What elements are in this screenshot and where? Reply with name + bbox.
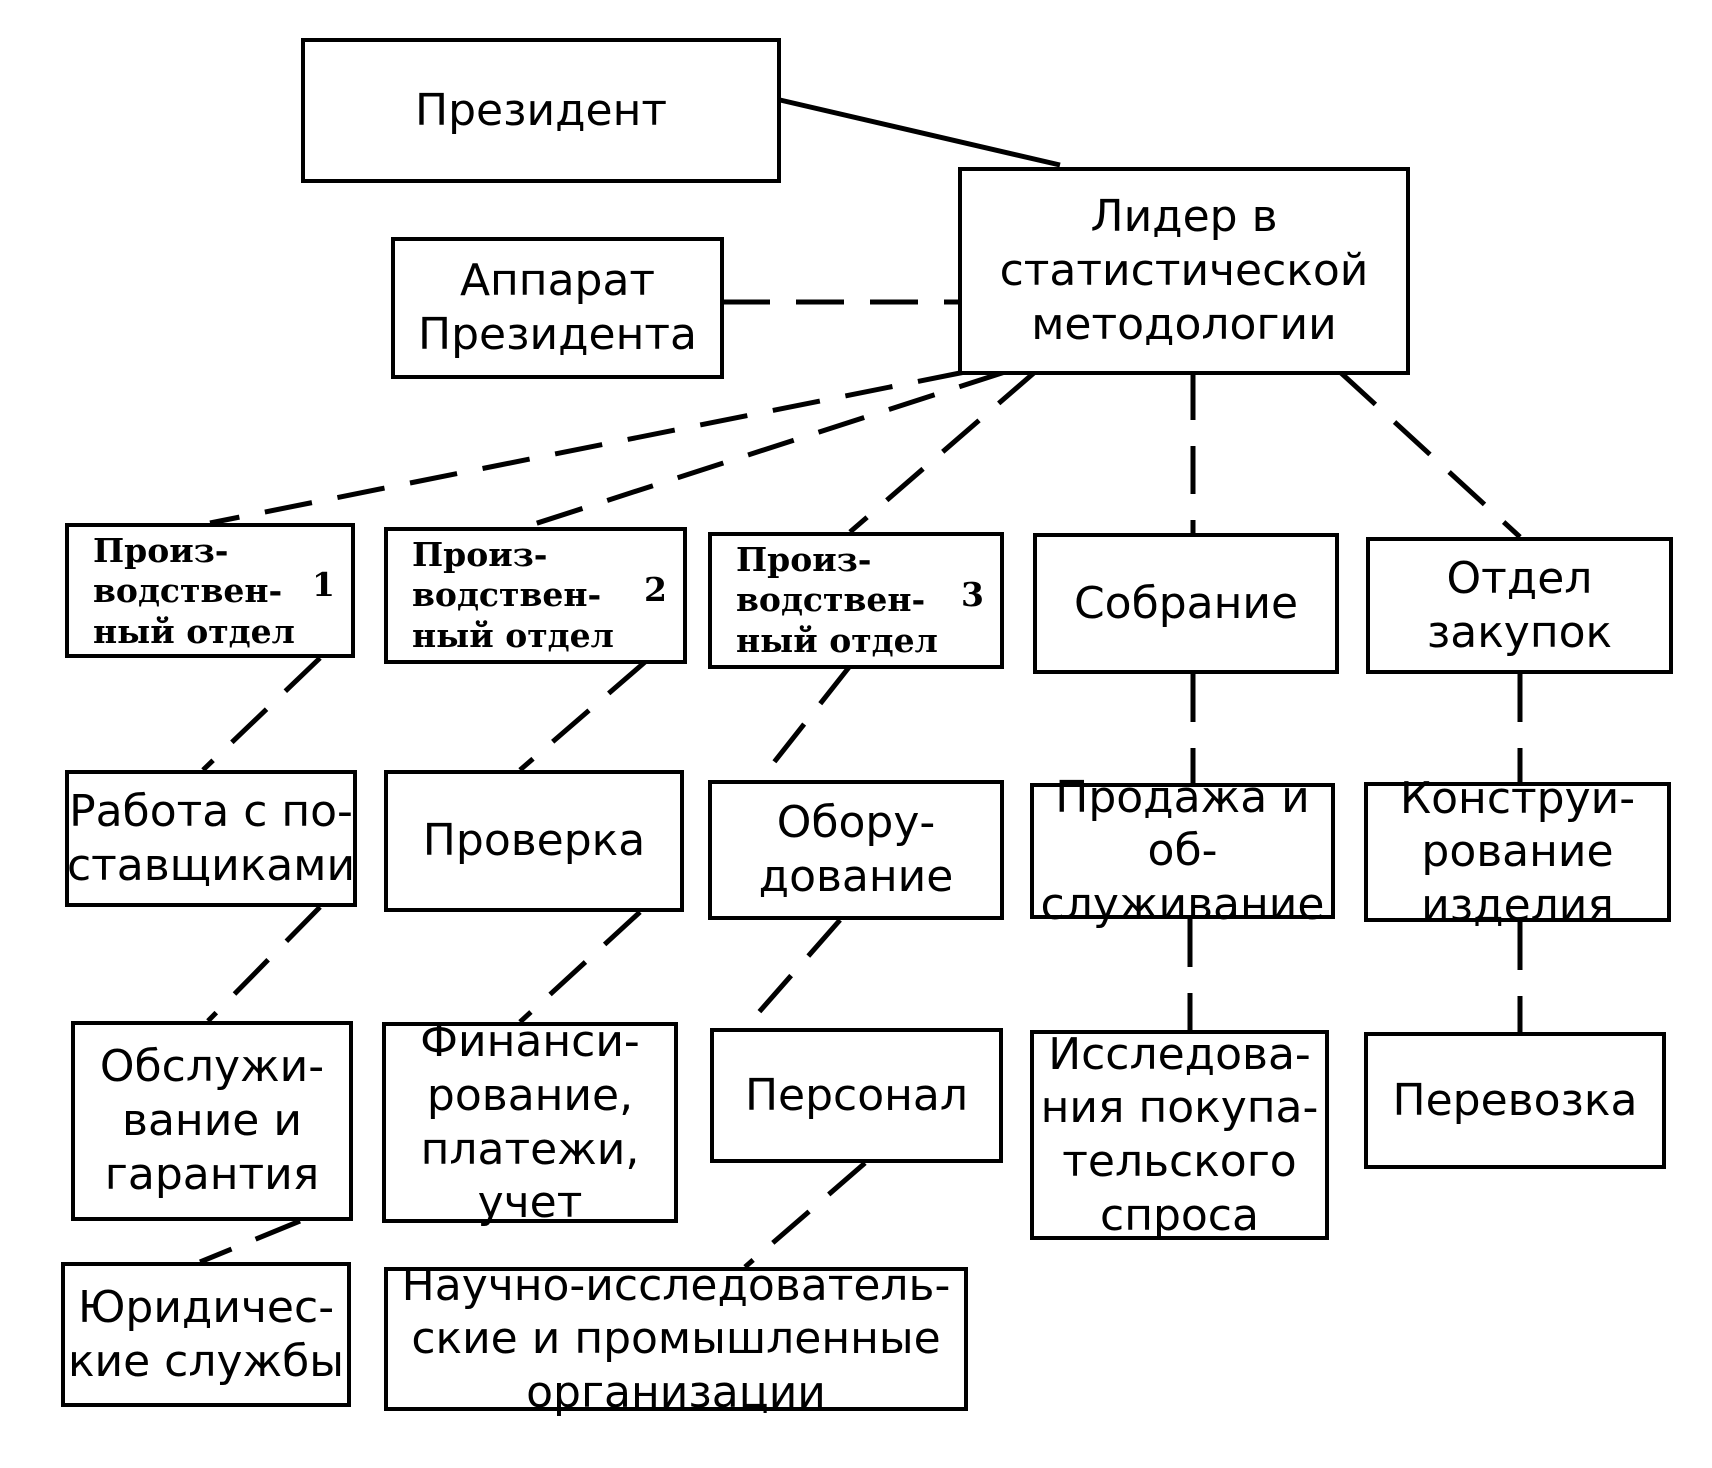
connector-leader-purchasing bbox=[1338, 370, 1522, 539]
box-legal: Юридичес- кие службы bbox=[61, 1262, 351, 1407]
connector-inspection-finance bbox=[518, 910, 642, 1024]
connector-equipment-personnel bbox=[743, 918, 842, 1030]
president-label: Президент bbox=[415, 84, 667, 136]
connector-personnel-rnd bbox=[743, 1161, 867, 1269]
box-sales: Продажа и об- служивание bbox=[1030, 772, 1335, 930]
sales-label: Продажа и об- служивание bbox=[1040, 771, 1325, 930]
connector-president-leader bbox=[779, 97, 1061, 168]
prod3-label: Произ- водствен- ный отдел bbox=[736, 540, 938, 660]
box-assembly: Собрание bbox=[1033, 533, 1339, 674]
box-finance: Финанси- рование, платежи, учет bbox=[382, 1016, 678, 1228]
rnd-label: Научно-исследователь- ские и промышленны… bbox=[401, 1259, 951, 1418]
purchasing-label: Отдел закупок bbox=[1426, 552, 1613, 658]
connector-prod3-equipment bbox=[758, 664, 852, 782]
connector-leader-prod1 bbox=[209, 369, 966, 526]
box-production-dept-1: Произ- водствен- ный отдел 1 bbox=[65, 523, 355, 658]
box-leader: Лидер в статистической методологии bbox=[958, 167, 1410, 375]
connector-leader-prod2 bbox=[524, 369, 1006, 530]
box-service: Обслужи- вание и гарантия bbox=[71, 1021, 353, 1221]
service-label: Обслужи- вание и гарантия bbox=[99, 1041, 325, 1200]
prod2-number: 2 bbox=[644, 570, 667, 610]
assembly-label: Собрание bbox=[1073, 577, 1299, 629]
connector-service-legal bbox=[199, 1218, 301, 1265]
research-label: Исследова- ния покупа- тельского спроса bbox=[1040, 1028, 1319, 1241]
equipment-label: Обору- дование bbox=[758, 797, 954, 902]
design-label: Конструи- рование изделия bbox=[1399, 772, 1636, 931]
connector-prod2-inspection bbox=[518, 660, 647, 772]
connector-prod1-suppliers bbox=[201, 656, 322, 772]
inspection-label: Проверка bbox=[422, 815, 646, 867]
box-production-dept-2: Произ- водствен- ный отдел 2 bbox=[384, 527, 687, 664]
prod3-number: 3 bbox=[961, 575, 984, 615]
legal-label: Юридичес- кие службы bbox=[67, 1281, 345, 1387]
finance-label: Финанси- рование, платежи, учет bbox=[420, 1016, 640, 1229]
transport-label: Перевозка bbox=[1392, 1074, 1638, 1126]
box-apparatus: Аппарат Президента bbox=[391, 237, 724, 379]
apparatus-label: Аппарат Президента bbox=[418, 255, 697, 360]
box-personnel: Персонал bbox=[710, 1028, 1003, 1163]
box-transport: Перевозка bbox=[1364, 1032, 1666, 1169]
prod1-label: Произ- водствен- ный отдел bbox=[93, 531, 295, 651]
prod1-number: 1 bbox=[312, 565, 335, 605]
box-purchasing: Отдел закупок bbox=[1366, 537, 1673, 674]
box-inspection: Проверка bbox=[384, 770, 684, 912]
box-equipment: Обору- дование bbox=[708, 780, 1004, 920]
prod2-label: Произ- водствен- ный отдел bbox=[412, 535, 614, 655]
box-rnd: Научно-исследователь- ские и промышленны… bbox=[384, 1260, 968, 1418]
box-president: Президент bbox=[301, 38, 781, 183]
personnel-label: Персонал bbox=[744, 1069, 969, 1121]
connector-suppliers-service bbox=[206, 905, 322, 1023]
box-research: Исследова- ния покупа- тельского спроса bbox=[1030, 1028, 1329, 1241]
connector-leader-prod3 bbox=[848, 370, 1037, 534]
box-design: Конструи- рование изделия bbox=[1364, 773, 1671, 931]
box-production-dept-3: Произ- водствен- ный отдел 3 bbox=[708, 532, 1004, 669]
leader-label: Лидер в статистической методологии bbox=[999, 191, 1369, 350]
box-suppliers: Работа с по- ставщиками bbox=[65, 770, 357, 907]
suppliers-label: Работа с по- ставщиками bbox=[66, 785, 356, 891]
